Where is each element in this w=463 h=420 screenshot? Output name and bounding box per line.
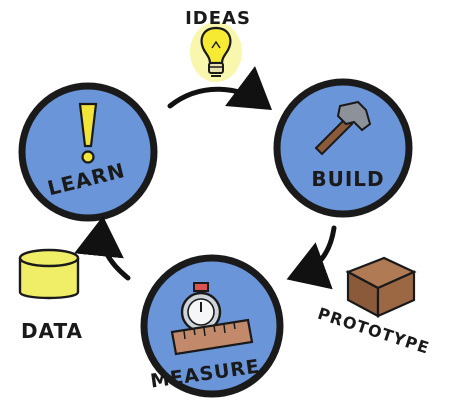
exclamation-icon xyxy=(78,102,98,164)
learn-node: LEARN xyxy=(18,82,158,222)
measure-node: MEASURE xyxy=(140,254,284,398)
build-node: BUILD xyxy=(273,78,413,218)
build-label: BUILD xyxy=(311,167,384,191)
arrow-icon-build-to-measure xyxy=(286,225,337,290)
data-label: DATA xyxy=(21,319,83,343)
cylinder-icon xyxy=(18,248,80,300)
hammer-icon xyxy=(314,100,372,156)
ideas-label: IDEAS xyxy=(185,8,251,29)
light-bulb-icon xyxy=(190,22,242,82)
arrow-icon-learn-to-build xyxy=(167,66,273,110)
box-icon xyxy=(345,256,417,318)
ruler-icon xyxy=(170,318,254,356)
arrow-icon-measure-to-learn xyxy=(74,216,131,281)
